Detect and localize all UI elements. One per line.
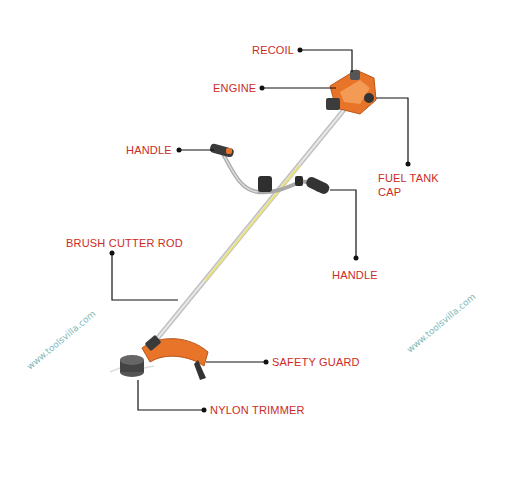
part-label: BRUSH CUTTER ROD [66,236,183,250]
watermark: www.toolsvilla.com [405,291,478,354]
part-label: HANDLE [332,268,378,282]
part-label: HANDLE [126,143,172,157]
part-label: RECOIL [252,43,294,57]
part-label: FUEL TANK CAP [378,171,442,199]
watermark: www.toolsvilla.com [25,308,98,371]
part-label: NYLON TRIMMER [210,403,305,417]
part-label: SAFETY GUARD [272,355,360,369]
part-label: ENGINE [213,81,256,95]
